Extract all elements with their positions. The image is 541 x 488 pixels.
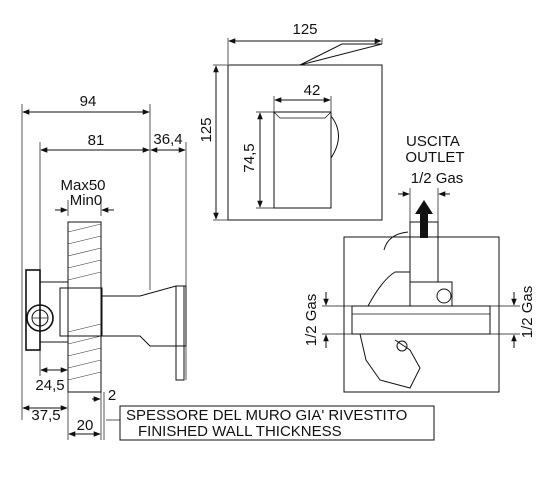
note-line-2: FINISHED WALL THICKNESS <box>138 423 342 440</box>
inlet-left-label: 1/2 Gas <box>303 294 320 347</box>
front-height-label: 125 <box>198 117 215 142</box>
inlet-body <box>351 305 491 335</box>
max-label: Max50 <box>60 177 105 194</box>
handle-wedge <box>299 43 382 66</box>
flow-arrow-head <box>415 200 433 214</box>
front-width-label: 125 <box>292 21 317 38</box>
side-body-label: 81 <box>88 132 105 149</box>
outlet-line-3: 1/2 Gas <box>411 170 464 187</box>
back-frame <box>343 236 500 393</box>
outlet-line-1: USCITA <box>406 133 460 150</box>
back-view: USCITA OUTLET 1/2 Gas 1/2 Gas <box>303 133 536 393</box>
handle-width-label: 42 <box>304 82 321 99</box>
note-line-1: SPESSORE DEL MURO GIA' RIVESTITO <box>126 407 407 424</box>
valve-core <box>39 281 69 343</box>
cover-plate <box>175 285 185 381</box>
flow-arrow <box>420 212 428 238</box>
inlet-right-label: 1/2 Gas <box>519 286 536 339</box>
side-protrusion-label: 36,4 <box>153 131 182 148</box>
handle-height-label: 74,5 <box>241 143 258 172</box>
wall-thickness-note: SPESSORE DEL MURO GIA' RIVESTITO FINISHE… <box>106 405 435 441</box>
plate-2-label: 2 <box>108 387 116 404</box>
handle-body <box>273 111 332 209</box>
side-handle <box>101 285 187 347</box>
handle-curve <box>330 115 339 159</box>
min-label: Min0 <box>70 192 103 209</box>
outlet-line-2: OUTLET <box>405 149 464 166</box>
mixer-boss <box>436 288 452 304</box>
side-total-label: 94 <box>80 93 97 110</box>
front-plate <box>227 64 383 221</box>
side-view: 94 81 36,4 Max50 Min0 <box>21 93 187 440</box>
mixer-lower <box>359 333 421 389</box>
note-box <box>119 405 435 441</box>
depth-245-label: 24,5 <box>35 377 64 394</box>
depth-375-label: 37,5 <box>31 407 60 424</box>
plate-20-label: 20 <box>77 417 94 434</box>
wall-hatch <box>67 223 102 381</box>
front-view: 125 125 42 74,5 <box>198 21 383 221</box>
